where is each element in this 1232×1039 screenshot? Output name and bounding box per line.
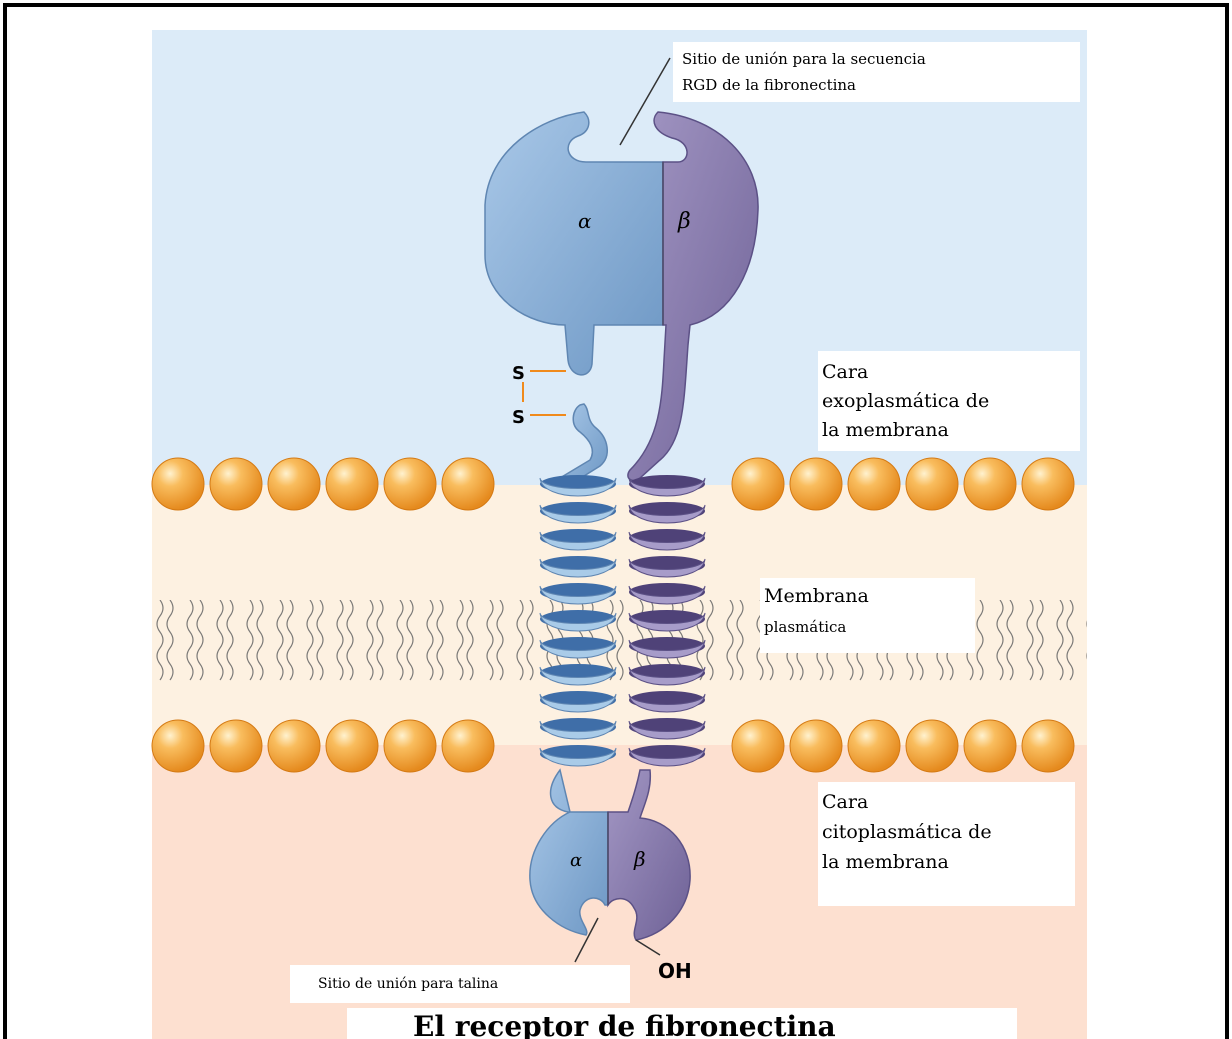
lipid-head xyxy=(790,458,842,510)
lipid-head xyxy=(326,720,378,772)
exoplasmic-line2: exoplasmática de xyxy=(822,390,989,412)
exoplasmic-line1: Cara xyxy=(822,361,868,383)
title-text: El receptor de fibronectina xyxy=(413,1010,836,1039)
lipid-head xyxy=(1022,458,1074,510)
lipid-head xyxy=(1022,720,1074,772)
lipid-head xyxy=(848,720,900,772)
oh-label: OH xyxy=(658,959,692,983)
talin-binding-label: Sitio de unión para talina xyxy=(290,965,630,1003)
cytoplasmic-line2: citoplasmática de xyxy=(822,821,992,843)
cytoplasmic-face-label: Cara citoplasmática de la membrana xyxy=(818,782,1075,906)
lipid-head xyxy=(732,458,784,510)
cytoplasmic-line3: la membrana xyxy=(822,851,949,873)
lipid-head xyxy=(442,458,494,510)
lipid-head xyxy=(964,458,1016,510)
talin-label-text: Sitio de unión para talina xyxy=(318,976,498,992)
lipid-head xyxy=(152,458,204,510)
beta-top-label: β xyxy=(677,209,691,234)
lipid-head xyxy=(964,720,1016,772)
disulfide-s1: S xyxy=(512,363,525,384)
lipid-head xyxy=(732,720,784,772)
lipid-head xyxy=(906,720,958,772)
membrane-line1: Membrana xyxy=(764,585,869,607)
exoplasmic-line3: la membrana xyxy=(822,419,949,441)
plasma-membrane-label: Membrana plasmática xyxy=(760,578,975,653)
alpha-top-label: α xyxy=(578,209,592,233)
alpha-bottom-label: α xyxy=(570,850,582,871)
lipid-head xyxy=(210,720,262,772)
lipid-head xyxy=(268,458,320,510)
rgd-binding-label: Sitio de unión para la secuencia RGD de … xyxy=(673,42,1080,102)
lipid-head xyxy=(210,458,262,510)
rgd-label-line1: Sitio de unión para la secuencia xyxy=(682,50,926,68)
lipid-head xyxy=(384,720,436,772)
beta-bottom-label: β xyxy=(633,847,646,871)
membrane-line2: plasmática xyxy=(764,618,846,636)
lipid-head xyxy=(906,458,958,510)
lipid-head xyxy=(848,458,900,510)
lipid-head xyxy=(152,720,204,772)
disulfide-s2: S xyxy=(512,407,525,428)
figure-title: El receptor de fibronectina xyxy=(347,1008,1017,1039)
lipid-head xyxy=(790,720,842,772)
rgd-label-line2: RGD de la fibronectina xyxy=(682,76,856,94)
lipid-head xyxy=(326,458,378,510)
lipid-head xyxy=(268,720,320,772)
exoplasmic-face-label: Cara exoplasmática de la membrana xyxy=(818,351,1080,451)
lipid-head xyxy=(384,458,436,510)
lipid-head xyxy=(442,720,494,772)
cytoplasmic-line1: Cara xyxy=(822,791,868,813)
